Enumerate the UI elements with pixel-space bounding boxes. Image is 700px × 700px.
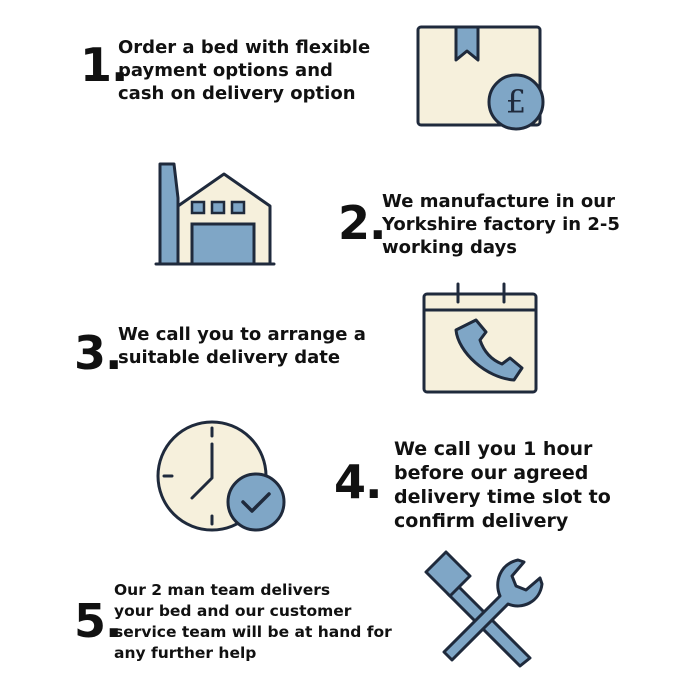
step-line: delivery time slot to [394, 486, 611, 508]
step-line: We call you to arrange a [118, 324, 366, 345]
step-line: Order a bed with flexible [118, 37, 371, 58]
step-description: Our 2 man team delivers your bed and our… [114, 580, 392, 664]
step-line: your bed and our customer [114, 602, 352, 620]
phone-icon [454, 318, 524, 382]
step-number: 1. [80, 38, 128, 92]
step-number: 4. [334, 455, 382, 509]
step-description: We call you to arrange a suitable delive… [118, 323, 366, 369]
step-number: 2. [338, 196, 386, 250]
step-line: Our 2 man team delivers [114, 581, 331, 599]
step-line: Yorkshire factory in 2-5 [382, 214, 620, 235]
step-line: cash on delivery option [118, 83, 356, 104]
step-line: before our agreed [394, 462, 589, 484]
step-number: 5. [74, 594, 122, 648]
factory-icon [150, 156, 280, 272]
step-number: 3. [74, 326, 122, 380]
step-description: Order a bed with flexible payment option… [118, 36, 370, 105]
clock-check-icon [152, 414, 292, 538]
step-line: payment options and [118, 60, 333, 81]
step-line: We manufacture in our [382, 191, 615, 212]
step-line: confirm delivery [394, 510, 569, 532]
tools-icon [420, 548, 550, 668]
step-line: suitable delivery date [118, 347, 341, 368]
step-line: working days [382, 237, 517, 258]
step-description: We manufacture in our Yorkshire factory … [382, 190, 620, 259]
pound-symbol: £ [506, 83, 526, 121]
parcel-pound-icon: £ [410, 20, 550, 136]
calendar-phone-icon [414, 280, 544, 398]
step-description: We call you 1 hour before our agreed del… [394, 437, 611, 533]
step-line: any further help [114, 644, 257, 662]
step-line: service team will be at hand for [114, 623, 392, 641]
check-icon [241, 492, 271, 513]
step-line: We call you 1 hour [394, 438, 593, 460]
